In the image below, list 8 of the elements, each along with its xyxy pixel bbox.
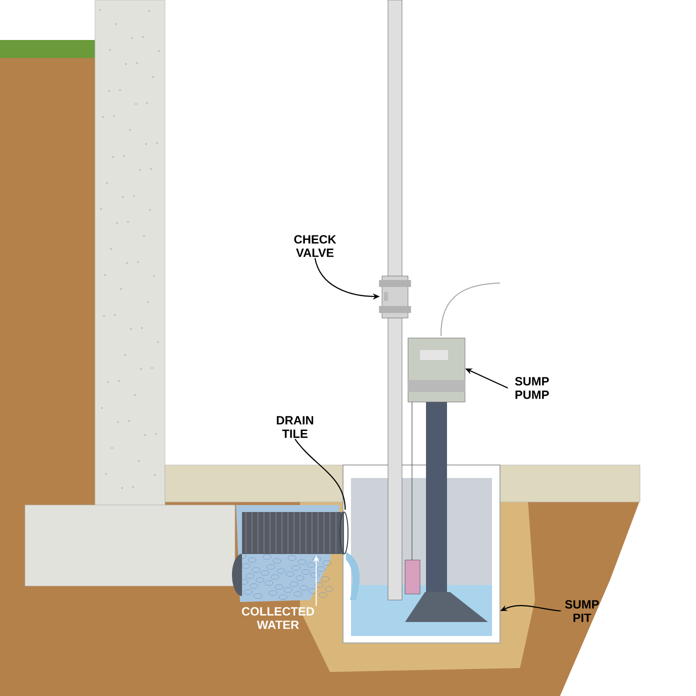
- callout-label: DRAIN TILE: [276, 416, 314, 438]
- callout-label: SUMP PUMP: [515, 377, 549, 399]
- sump-pump-drawing: [404, 282, 500, 622]
- check-valve-drawing: [379, 276, 411, 318]
- callout-label: SUMP PIT: [565, 600, 599, 622]
- callout-label: CHECK VALVE: [294, 235, 336, 257]
- callout-label: COLLECTED WATER: [242, 607, 314, 629]
- drain-tile-drawing: [232, 512, 348, 596]
